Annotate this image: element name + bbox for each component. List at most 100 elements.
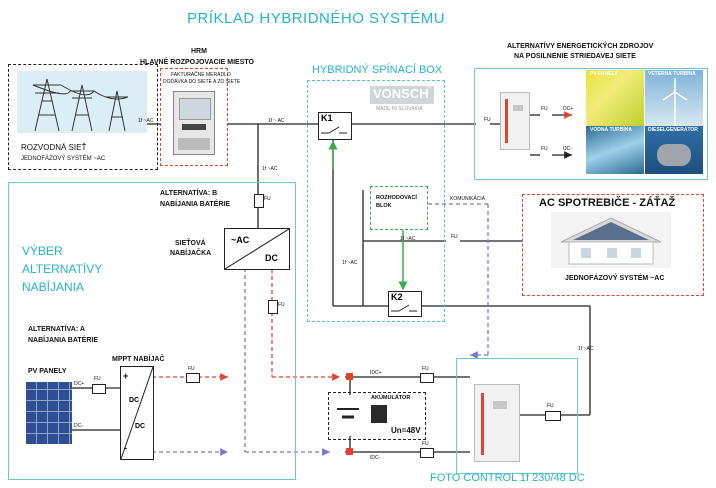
vonsch-reg: ® — [427, 84, 432, 90]
alt-dc-minus: DC- — [563, 146, 572, 152]
inverter-frame — [456, 358, 578, 474]
vonsch-logo: VONSCH ® — [370, 84, 434, 104]
tile-wind-label: VETERNÁ TURBÍNA — [648, 71, 696, 77]
pv-dc-plus: DC+ — [74, 381, 85, 387]
pv-fuse — [92, 384, 106, 394]
switchbox-frame — [307, 80, 445, 322]
pv-dc-minus: DC- — [74, 423, 83, 429]
grid-charger-block: ~AC DC — [224, 228, 290, 270]
pv-fu: FU — [94, 376, 101, 382]
battery-idc-minus: IDC- — [370, 455, 381, 461]
mppt-plus-in: + — [123, 371, 129, 381]
decision-block: ROZHODOVACÍ BLOK — [370, 186, 428, 230]
k1-contactor: K1 — [318, 112, 352, 140]
alt-b-line1: ALTERNATÍVA: B — [160, 190, 218, 197]
ac-loads-subtitle: JEDNOFÁZOVÝ SYSTÉM ~AC — [565, 275, 665, 282]
battery-symbol-icon — [337, 408, 359, 419]
generator-icon — [657, 144, 691, 166]
alt-fu-2: FU — [541, 106, 548, 112]
tile-diesel-label: DIESELGENERÁTOR — [648, 127, 698, 133]
diagram-title: PRÍKLAD HYBRIDNÉHO SYSTÉMU — [187, 10, 446, 27]
dc-fuse-top — [420, 373, 434, 383]
alt-sources-title-1: ALTERNATÍVY ENERGETICKÝCH ZDROJOV — [507, 43, 654, 50]
hrm-wire-label: 1f ~ AC — [268, 118, 285, 124]
alt-fu-3: FU — [541, 146, 548, 152]
inverter-fu: FU — [547, 403, 554, 409]
vonsch-tagline: MADE IN SLOVAKIA — [376, 106, 423, 112]
charger-dc-label: DC — [265, 253, 278, 263]
alt-b-line2: NABÍJANIA BATÉRIE — [160, 201, 231, 208]
mppt-fu-out: FU — [188, 366, 195, 372]
tile-hydro-label: VODNÁ TURBÍNA — [590, 127, 632, 133]
switchbox-title: HYBRIDNÝ SPÍNACÍ BOX — [312, 64, 443, 76]
tile-diesel: DIESELGENERÁTOR — [645, 126, 703, 174]
control-arrows — [328, 140, 408, 291]
alt-sources-frame — [474, 68, 708, 180]
wind-turbine-icon — [662, 78, 688, 126]
communication-line — [428, 203, 489, 359]
house-icon — [551, 212, 671, 268]
grid-box: ROZVODNÁ SIEŤ JEDNOFÁZOVÝ SYSTÉM ~AC — [8, 64, 158, 170]
charger-out-fuse — [268, 300, 278, 314]
hrm-subtitle: HLAVNÉ ROZPOJOVACIE MIESTO — [140, 59, 254, 66]
charger-label-1: SIEŤOVÁ — [175, 240, 206, 247]
grid-label-line2: JEDNOFÁZOVÝ SYSTÉM ~AC — [21, 156, 106, 162]
meter-note-line1: FAKTURAČNÉ MERADLO — [171, 72, 231, 78]
mppt-minus-in: - — [124, 443, 127, 453]
pv-lines — [72, 387, 120, 431]
grid-label-line1: ROZVODNÁ SIEŤ — [21, 143, 87, 152]
inverter-wire-label: 1f ~AC — [578, 346, 594, 352]
alt-sources-title-2: NA POSILNENIE STRIEDAVEJ SIETE — [514, 53, 636, 60]
energy-meter-icon — [173, 91, 215, 155]
charger-dc-lines — [244, 262, 340, 456]
inverter-unit-alt — [500, 92, 530, 150]
dc-fuse-bottom — [420, 448, 434, 458]
battery-label: AKUMULÁTOR — [371, 395, 411, 401]
alt-dc-plus: DC+ — [563, 106, 574, 112]
dc-fu-bottom: FU — [422, 441, 429, 447]
charger-fuse — [254, 194, 264, 208]
charger-fu-in: FU — [264, 196, 271, 202]
tile-wind: VETERNÁ TURBÍNA — [645, 70, 703, 126]
mppt-out-fuse — [186, 373, 200, 383]
ac-loads-title: AC SPOTREBIČE - ZÁŤAŽ — [539, 197, 676, 209]
pv-panel-array — [26, 382, 72, 444]
battery-unit-icon — [371, 405, 387, 423]
switch-contact-icon — [391, 304, 417, 312]
decision-line1: ROZHODOVACÍ — [376, 195, 417, 201]
ac-loads-wire-label: 1f ~AC — [400, 236, 416, 242]
mppt-dc-bottom: DC — [135, 423, 146, 430]
main-ac-bus — [130, 111, 591, 416]
switch-contact-icon — [321, 126, 347, 134]
tile-pv: PV PANELY — [586, 70, 644, 126]
charging-title-1: VÝBER — [22, 244, 63, 258]
tile-hydro: VODNÁ TURBÍNA — [586, 126, 644, 174]
ac-loads-box: AC SPOTREBIČE - ZÁŤAŽ JEDNOFÁZOVÝ SYSTÉM… — [522, 194, 704, 296]
inverter-label: FOTO CONTROL 1f 230/48 DC — [430, 472, 585, 484]
foto-control-unit — [474, 384, 520, 462]
k2-contactor: K2 — [388, 291, 422, 317]
vonsch-brand: VONSCH — [373, 86, 429, 101]
hrm-meter-box: FAKTURAČNÉ MERADLO DODÁVKA DO SIETE A ZO… — [160, 68, 240, 166]
power-pylons-icon — [17, 71, 147, 133]
battery-plus-terminal — [346, 373, 353, 380]
battery-idc-plus: IDC+ — [370, 370, 382, 376]
alt-fu-1: FU — [484, 117, 491, 123]
decision-line2: BLOK — [376, 203, 392, 209]
charger-ac-label: ~AC — [231, 235, 250, 245]
ac-loads-fu: FU — [451, 234, 458, 240]
k2-label: K2 — [391, 292, 403, 302]
tile-pv-label: PV PANELY — [590, 71, 618, 77]
diagonal-divider — [225, 229, 289, 269]
dc-fu-top: FU — [422, 366, 429, 372]
diagonal-divider — [121, 367, 153, 459]
comm-label: KOMUNIKÁCIA — [450, 196, 486, 202]
charging-title-3: NABÍJANIA — [22, 280, 85, 294]
charger-fu-out: FU — [278, 302, 285, 308]
battery-box: AKUMULÁTOR Un=48V — [328, 392, 426, 440]
battery-minus-terminal — [346, 448, 353, 455]
charging-title-2: ALTERNATÍVY — [22, 262, 103, 276]
mppt-title: MPPT NABÍJAČ — [112, 356, 165, 363]
pv-label: PV PANELY — [28, 368, 67, 375]
battery-voltage: Un=48V — [391, 426, 421, 435]
